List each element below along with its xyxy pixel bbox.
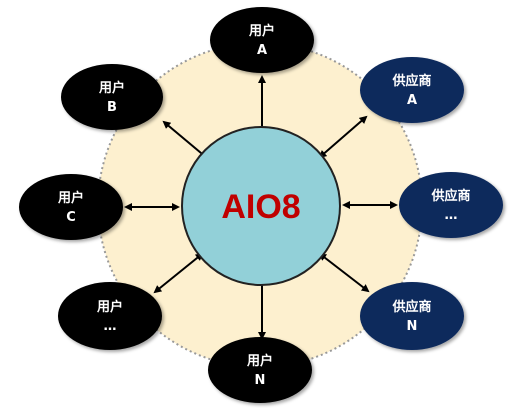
node-user-more-line1: 用户 [96, 299, 123, 315]
node-user-a: 用户 A [210, 7, 314, 73]
node-user-a-line2: A [257, 43, 267, 58]
node-supplier-a: 供应商 A [360, 57, 464, 123]
node-user-c-line1: 用户 [57, 190, 84, 206]
node-supplier-more-line2: … [445, 208, 458, 223]
arrow-supplier-n [318, 252, 370, 293]
arrow-user-more [153, 252, 204, 294]
node-user-a-line1: 用户 [248, 23, 275, 39]
node-user-c-line2: C [66, 210, 76, 225]
node-supplier-a-line2: A [407, 93, 417, 108]
node-supplier-n-line1: 供应商 [391, 299, 431, 315]
node-user-c-shape [19, 174, 123, 240]
node-user-more-shape [58, 282, 162, 350]
node-user-n-line2: N [255, 373, 266, 388]
hub-circle [181, 126, 341, 286]
node-user-b-line2: B [107, 100, 117, 115]
node-user-b-line1: 用户 [98, 80, 125, 96]
node-user-b-shape [61, 64, 163, 130]
node-user-n: 用户 N [208, 337, 312, 403]
node-supplier-n-line2: N [407, 319, 418, 334]
node-user-n-line1: 用户 [246, 353, 273, 369]
node-supplier-n-shape [360, 282, 464, 350]
node-user-more: 用户 … [58, 282, 162, 350]
hub-node: AIO8 [181, 126, 341, 286]
node-supplier-more-line1: 供应商 [430, 188, 470, 204]
node-supplier-a-shape [360, 57, 464, 123]
node-user-b: 用户 B [61, 64, 163, 130]
node-supplier-more: 供应商 … [399, 172, 503, 238]
node-user-n-shape [208, 337, 312, 403]
node-supplier-more-shape [399, 172, 503, 238]
hub-label: AIO8 [221, 188, 300, 226]
connectors [124, 75, 398, 340]
node-user-c: 用户 C [19, 174, 123, 240]
node-supplier-n: 供应商 N [360, 282, 464, 350]
arrow-supplier-a [318, 115, 368, 159]
node-user-more-line2: … [104, 319, 117, 334]
node-user-a-shape [210, 7, 314, 73]
arrow-user-b [162, 120, 209, 160]
node-supplier-a-line1: 供应商 [391, 73, 431, 89]
